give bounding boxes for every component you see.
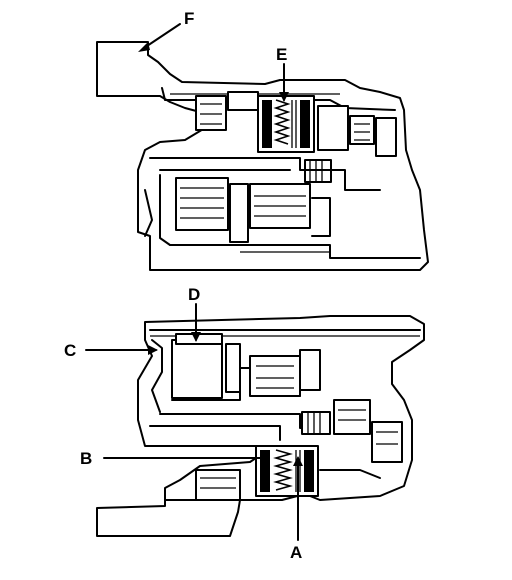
callout-a: A	[290, 456, 303, 562]
callout-label-b: B	[80, 449, 92, 468]
callout-f: F	[138, 9, 194, 52]
lower-assembly	[96, 315, 425, 537]
upper-assembly	[96, 41, 429, 271]
callout-label-e: E	[276, 45, 287, 64]
callout-b: B	[80, 449, 270, 468]
callout-e: E	[276, 45, 289, 102]
callout-label-d: D	[188, 285, 200, 304]
callout-c: C	[64, 341, 158, 360]
callout-label-c: C	[64, 341, 76, 360]
callout-label-f: F	[184, 9, 194, 28]
callout-d: D	[188, 285, 201, 342]
callout-label-a: A	[290, 543, 302, 562]
